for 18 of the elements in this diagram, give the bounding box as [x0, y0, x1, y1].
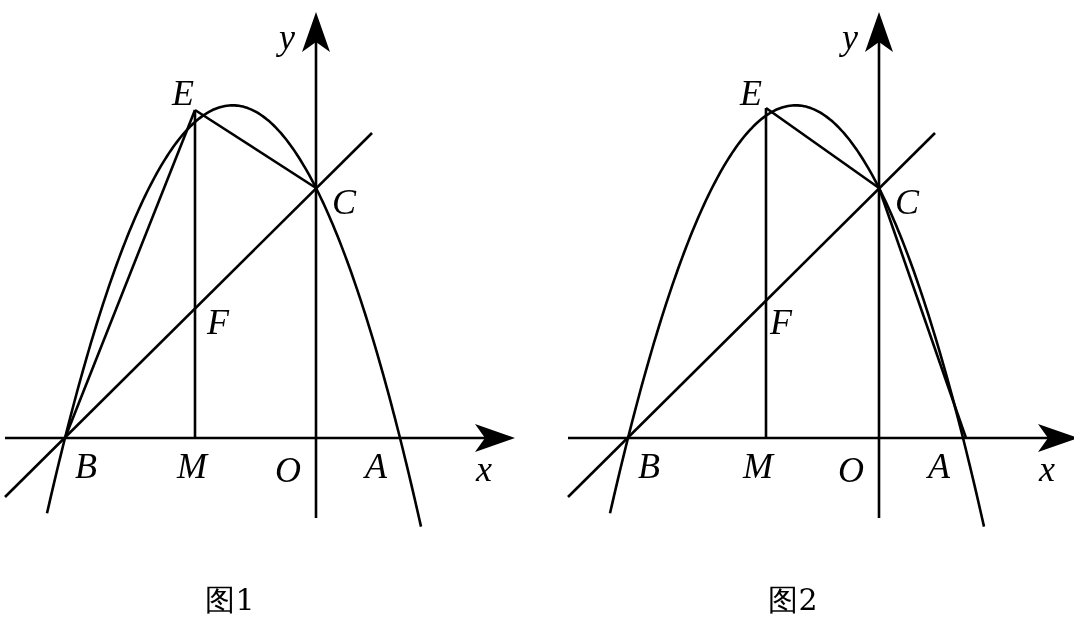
point-label: M — [743, 448, 773, 484]
point-label: O — [838, 452, 864, 488]
point-label: E — [740, 75, 762, 111]
point-label: C — [895, 184, 919, 220]
axis-label: x — [476, 451, 492, 487]
point-label: C — [332, 184, 356, 220]
point-label: F — [207, 304, 229, 340]
figure-caption: 图2 — [768, 585, 818, 615]
point-label: A — [928, 448, 950, 484]
figure-caption: 图1 — [205, 585, 255, 615]
point-label: B — [638, 448, 660, 484]
point-label: E — [172, 75, 194, 111]
point-label: A — [365, 448, 387, 484]
point-label: O — [275, 452, 301, 488]
point-label: F — [770, 304, 792, 340]
point-label: M — [177, 448, 207, 484]
point-label: B — [75, 448, 97, 484]
axis-label: x — [1039, 451, 1055, 487]
